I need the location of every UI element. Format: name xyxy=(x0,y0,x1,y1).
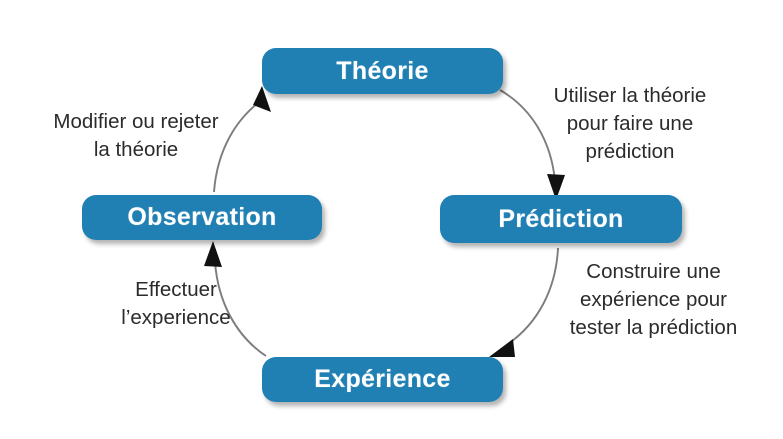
arrowhead-into-theory xyxy=(253,86,271,112)
node-theorie[interactable]: Théorie xyxy=(262,48,503,94)
node-prediction[interactable]: Prédiction xyxy=(440,195,682,243)
node-observation[interactable]: Observation xyxy=(82,195,322,240)
edge-label-observation-to-theory: Modifier ou rejeter la théorie xyxy=(53,110,219,161)
arc-experience-to-observation xyxy=(214,261,267,357)
arc-theory-to-prediction xyxy=(499,89,556,182)
edge-label-prediction-to-experience: Construire une expérience pour tester la… xyxy=(569,260,738,339)
arrow-experience-to-observation xyxy=(204,241,267,357)
node-experience[interactable]: Expérience xyxy=(262,357,503,402)
node-theorie-label: Théorie xyxy=(336,56,429,85)
arrow-observation-to-theory xyxy=(213,86,271,193)
arrowhead-into-experience xyxy=(489,339,515,357)
arrow-prediction-to-experience xyxy=(489,247,559,357)
arc-prediction-to-experience xyxy=(507,247,559,345)
arrowhead-into-observation xyxy=(204,241,222,267)
edge-label-experience-to-observation: Effectuer l’experience xyxy=(121,278,231,329)
arrow-theory-to-prediction xyxy=(499,89,565,200)
node-prediction-label: Prédiction xyxy=(498,204,624,233)
arrowhead-into-prediction xyxy=(547,174,565,200)
edge-label-theory-to-prediction: Utiliser la théorie pour faire une prédi… xyxy=(553,84,707,163)
node-observation-label: Observation xyxy=(127,203,277,231)
node-experience-label: Expérience xyxy=(314,365,451,393)
